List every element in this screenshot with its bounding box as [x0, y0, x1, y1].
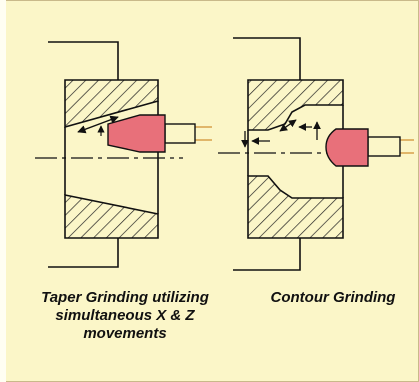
taper-grinding-caption: Taper Grinding utilizing simultaneous X …	[41, 289, 209, 342]
contour-arrow-diagonal-icon	[279, 119, 297, 132]
contour-grinding-diagram	[218, 37, 414, 271]
contour-motion-arrows	[241, 119, 321, 148]
contour-grinding-caption: Contour Grinding	[270, 289, 396, 306]
taper-grinding-diagram	[35, 41, 212, 268]
contour-workpiece-icon	[233, 37, 344, 271]
taper-workpiece-icon	[48, 41, 159, 268]
taper-grinding-wheel-icon	[107, 114, 212, 153]
contour-grinding-wheel-icon	[325, 128, 414, 167]
taper-motion-arrow-icon	[77, 115, 119, 134]
panel-edge	[0, 0, 6, 382]
